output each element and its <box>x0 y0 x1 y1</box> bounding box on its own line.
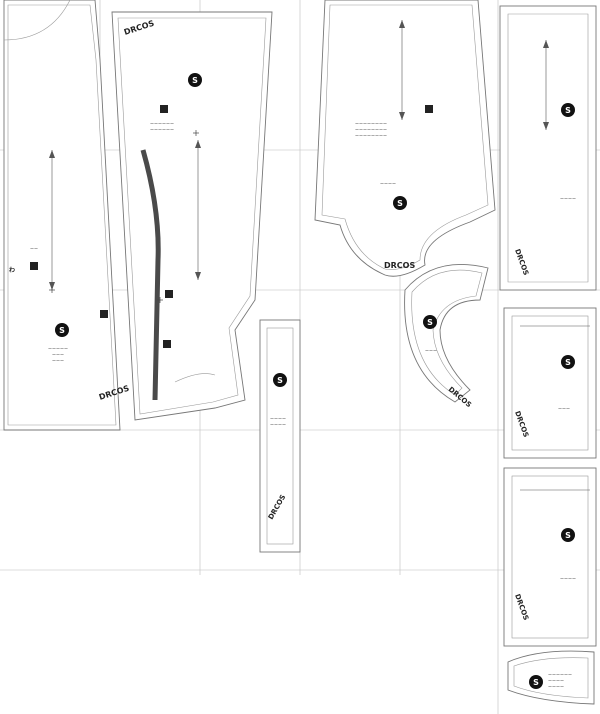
pattern-piece-back-bodice: ーーーーーーーー ーーーーーーーー ーーーーーーーー ーーーー S DRCOS <box>314 0 496 277</box>
size-badge-icon: S <box>423 315 437 329</box>
alignment-marks <box>49 130 199 303</box>
size-badge-icon: S <box>529 675 543 689</box>
svg-text:ーーーー: ーーーー <box>270 416 286 421</box>
svg-text:ーーーーーーーー: ーーーーーーーー <box>355 127 387 132</box>
size-badge-icon: S <box>273 373 287 387</box>
svg-text:S: S <box>565 106 571 115</box>
svg-text:S: S <box>277 376 283 385</box>
svg-text:S: S <box>192 76 198 85</box>
size-badge-icon: S <box>55 323 69 337</box>
size-badge-icon: S <box>561 528 575 542</box>
qr-code-icon <box>425 105 433 113</box>
svg-text:ーーーーーー: ーーーーーー <box>150 127 174 132</box>
qr-code-icon <box>163 340 171 348</box>
pattern-piece-front-bodice: ーー わ S ーーーーー ーーー ーーー DRCOS <box>3 0 131 431</box>
svg-text:S: S <box>533 678 539 687</box>
svg-text:ーーー: ーーー <box>52 352 64 357</box>
pattern-piece-small-collar: S ーーーーーー ーーーー ーーーー <box>507 650 595 705</box>
svg-text:ーーー: ーーー <box>52 358 64 363</box>
qr-code-icon <box>160 105 168 113</box>
svg-text:ーーーー: ーーーー <box>560 196 576 201</box>
facing-strip <box>140 149 161 401</box>
size-badge-icon: S <box>188 73 202 87</box>
svg-text:ーーー: ーーー <box>425 348 437 353</box>
svg-text:ーーーー: ーーーー <box>380 181 396 186</box>
svg-text:S: S <box>565 531 571 540</box>
drcos-logo: DRCOS <box>384 261 415 270</box>
size-badge-icon: S <box>561 103 575 117</box>
svg-text:S: S <box>397 199 403 208</box>
svg-text:S: S <box>427 318 433 327</box>
svg-text:S: S <box>59 326 65 335</box>
svg-text:ーーーー: ーーーー <box>548 684 564 689</box>
svg-text:ーーーーーーーー: ーーーーーーーー <box>355 121 387 126</box>
svg-text:ーーーーーーーー: ーーーーーーーー <box>355 133 387 138</box>
svg-text:ーーーー: ーーーー <box>560 576 576 581</box>
svg-text:ーーーーーー: ーーーーーー <box>150 121 174 126</box>
size-badge-icon: S <box>561 355 575 369</box>
svg-text:ーーーー: ーーーー <box>548 678 564 683</box>
svg-text:ーーー: ーーー <box>558 406 570 411</box>
qr-code-icon <box>100 310 108 318</box>
size-badge-icon: S <box>393 196 407 210</box>
svg-text:ーー: ーー <box>30 246 38 251</box>
svg-text:ーーーーーー: ーーーーーー <box>548 672 572 677</box>
pattern-piece-sleeve-top: S ーーーー DRCOS <box>499 5 597 291</box>
qr-code-icon <box>30 262 38 270</box>
pattern-piece-cuff: S ーーー DRCOS <box>503 307 597 459</box>
pattern-piece-collar: S ーーー DRCOS <box>404 264 489 409</box>
qr-code-icon <box>165 290 173 298</box>
pattern-piece-side-panel: DRCOS S ーーーーーー ーーーーーー <box>111 11 273 421</box>
fold-mark-symbol: わ <box>9 267 15 274</box>
svg-text:DRCOS: DRCOS <box>384 261 415 270</box>
svg-text:S: S <box>565 358 571 367</box>
pattern-piece-waistband: S ーーーー ーーーー DRCOS <box>259 319 301 553</box>
svg-text:ーーーー: ーーーー <box>270 422 286 427</box>
svg-text:ーーーーー: ーーーーー <box>48 346 68 351</box>
grainline-arrow-icon <box>49 150 55 158</box>
pattern-piece-sleeve-bottom: S ーーーー DRCOS <box>503 467 597 647</box>
